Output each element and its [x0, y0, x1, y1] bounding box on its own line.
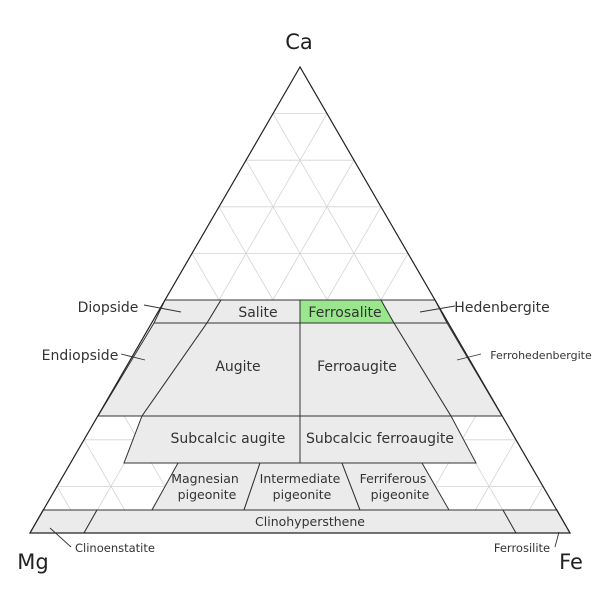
- apex-fe-label: Fe: [559, 550, 583, 574]
- label-ferrohedenbergite: Ferrohedenbergite: [490, 349, 592, 362]
- label-diopside: Diopside: [78, 300, 139, 316]
- label-intermediate-pigeonite-line1: Intermediate: [260, 471, 341, 486]
- field-subcalcic-ferroaugite[interactable]: [299, 415, 477, 464]
- label-endiopside: Endiopside: [42, 348, 119, 364]
- label-clinoenstatite: Clinoenstatite: [75, 541, 155, 555]
- triangle-outline: [28, 65, 572, 534]
- leader-lines: [49, 304, 560, 548]
- classification-fields: [29, 299, 571, 534]
- apex-ca-label: Ca: [285, 30, 313, 54]
- label-hedenbergite: Hedenbergite: [454, 300, 549, 316]
- label-magnesian-pigeonite-line2: pigeonite: [178, 487, 237, 502]
- label-ferriferous-pigeonite: Ferriferous pigeonite: [360, 471, 431, 502]
- label-ferriferous-pigeonite-line1: Ferriferous: [360, 471, 427, 486]
- label-salite: Salite: [238, 305, 277, 321]
- label-ferrosilite: Ferrosilite: [494, 541, 550, 555]
- label-ferrosalite: Ferrosalite: [308, 305, 381, 321]
- apex-mg-label: Mg: [17, 550, 48, 574]
- label-ferroaugite: Ferroaugite: [317, 359, 397, 375]
- label-subcalcic-augite: Subcalcic augite: [171, 431, 286, 447]
- label-magnesian-pigeonite-line1: Magnesian: [171, 471, 239, 486]
- label-ferriferous-pigeonite-line2: pigeonite: [371, 487, 430, 502]
- label-subcalcic-ferroaugite: Subcalcic ferroaugite: [306, 431, 454, 447]
- label-intermediate-pigeonite: Intermediate pigeonite: [260, 471, 345, 502]
- label-augite: Augite: [215, 359, 260, 375]
- label-magnesian-pigeonite: Magnesian pigeonite: [171, 471, 243, 502]
- label-clinohypersthene: Clinohypersthene: [255, 514, 365, 529]
- label-intermediate-pigeonite-line2: pigeonite: [273, 487, 332, 502]
